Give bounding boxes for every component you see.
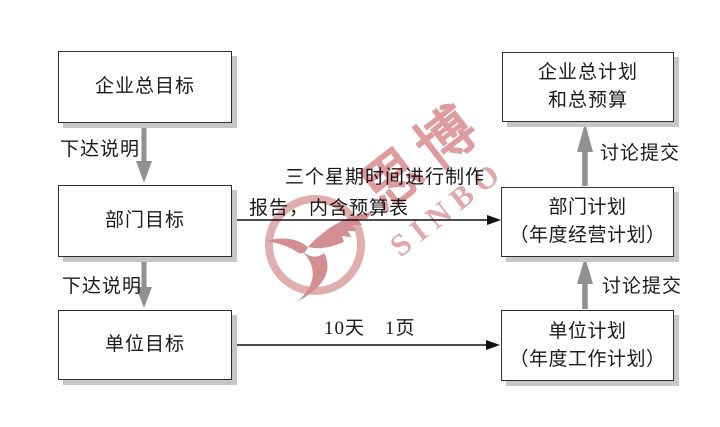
box-dept-goal: 部门目标 bbox=[58, 185, 232, 257]
arrow-up-submit-1 bbox=[577, 123, 593, 186]
label-three-weeks-line2: 报告，内含预算表 bbox=[249, 198, 410, 219]
arrow-down-issue-2 bbox=[136, 256, 152, 308]
label-three-weeks-line1: 三个星期时间进行制作 bbox=[285, 167, 486, 188]
box-line: 部门计划 bbox=[548, 197, 627, 218]
label-discuss-submit-2: 讨论提交 bbox=[602, 276, 683, 297]
box-unit-plan: 单位计划 （年度工作计划） bbox=[501, 310, 674, 381]
box-line: 单位目标 bbox=[104, 334, 185, 355]
label-issue-instruction-2: 下达说明 bbox=[62, 276, 143, 297]
label-issue-instruction-1: 下达说明 bbox=[60, 139, 141, 160]
box-line: 企业总目标 bbox=[94, 76, 195, 97]
box-line: 单位计划 bbox=[548, 320, 627, 342]
arrow-up-submit-2 bbox=[577, 257, 593, 309]
label-discuss-submit-1: 讨论提交 bbox=[600, 143, 681, 164]
arrow-right-unit bbox=[231, 340, 500, 350]
box-line: （年度工作计划） bbox=[509, 348, 666, 370]
box-company-plan: 企业总计划 和总预算 bbox=[502, 52, 674, 122]
box-line: 部门目标 bbox=[104, 210, 185, 231]
box-unit-goal: 单位目标 bbox=[58, 310, 232, 380]
box-line: 和总预算 bbox=[547, 90, 628, 111]
box-dept-plan: 部门计划 （年度经营计划） bbox=[501, 187, 674, 257]
arrow-down-issue-1 bbox=[136, 122, 152, 183]
box-line: （年度经营计划） bbox=[509, 225, 666, 246]
box-line: 企业总计划 bbox=[537, 62, 638, 83]
box-company-goal: 企业总目标 bbox=[58, 51, 232, 123]
label-ten-days-one-page: 10天 1页 bbox=[324, 318, 416, 339]
